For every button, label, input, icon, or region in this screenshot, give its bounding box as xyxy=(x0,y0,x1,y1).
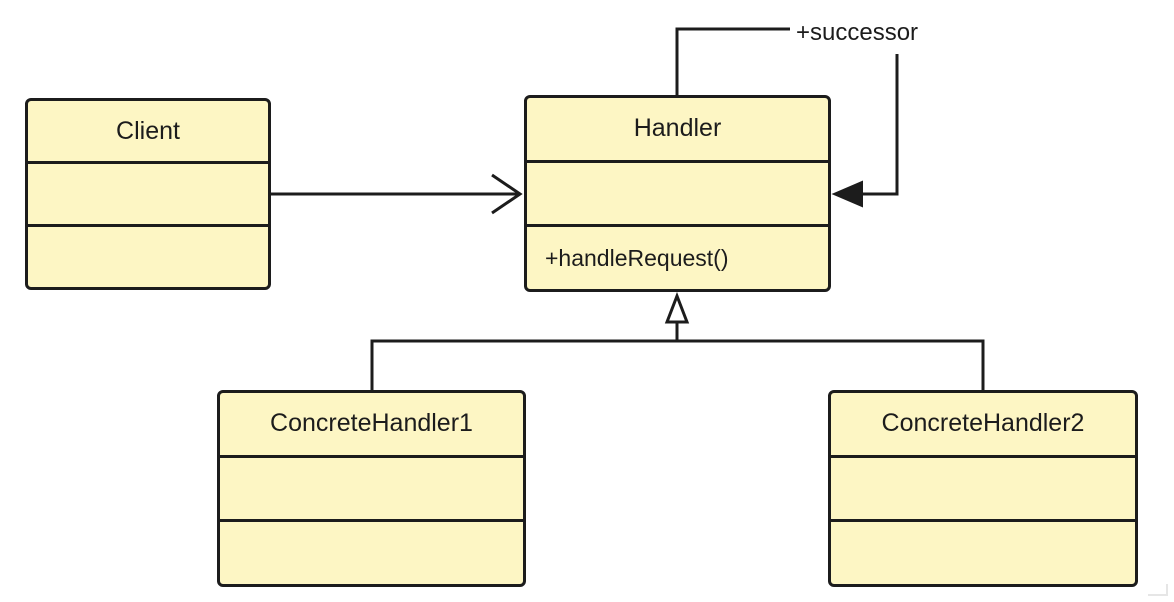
class-name: ConcreteHandler1 xyxy=(270,409,473,438)
class-client[interactable]: Client xyxy=(25,98,271,290)
class-name: Client xyxy=(116,116,180,145)
successor-self-association xyxy=(675,27,899,196)
class-attributes xyxy=(527,159,828,225)
class-concrete-handler-1[interactable]: ConcreteHandler1 xyxy=(217,390,526,587)
class-attributes xyxy=(220,454,523,520)
association-arrowhead xyxy=(491,173,523,215)
class-handler[interactable]: Handler +handleRequest() xyxy=(524,95,831,292)
successor-label: +successor xyxy=(796,19,919,46)
generalization-tree xyxy=(370,322,985,390)
corner-mark xyxy=(1148,584,1168,596)
class-name: Handler xyxy=(633,114,722,143)
class-methods: +handleRequest() xyxy=(527,224,828,289)
class-concrete-handler-2[interactable]: ConcreteHandler2 xyxy=(828,390,1138,587)
class-attributes xyxy=(831,454,1135,520)
class-methods xyxy=(831,519,1135,584)
generalization-arrowhead xyxy=(664,291,690,324)
class-name: ConcreteHandler2 xyxy=(881,409,1085,438)
class-methods xyxy=(28,224,268,287)
class-attributes xyxy=(28,161,268,224)
successor-arrowhead xyxy=(831,180,863,208)
class-methods xyxy=(220,519,523,584)
